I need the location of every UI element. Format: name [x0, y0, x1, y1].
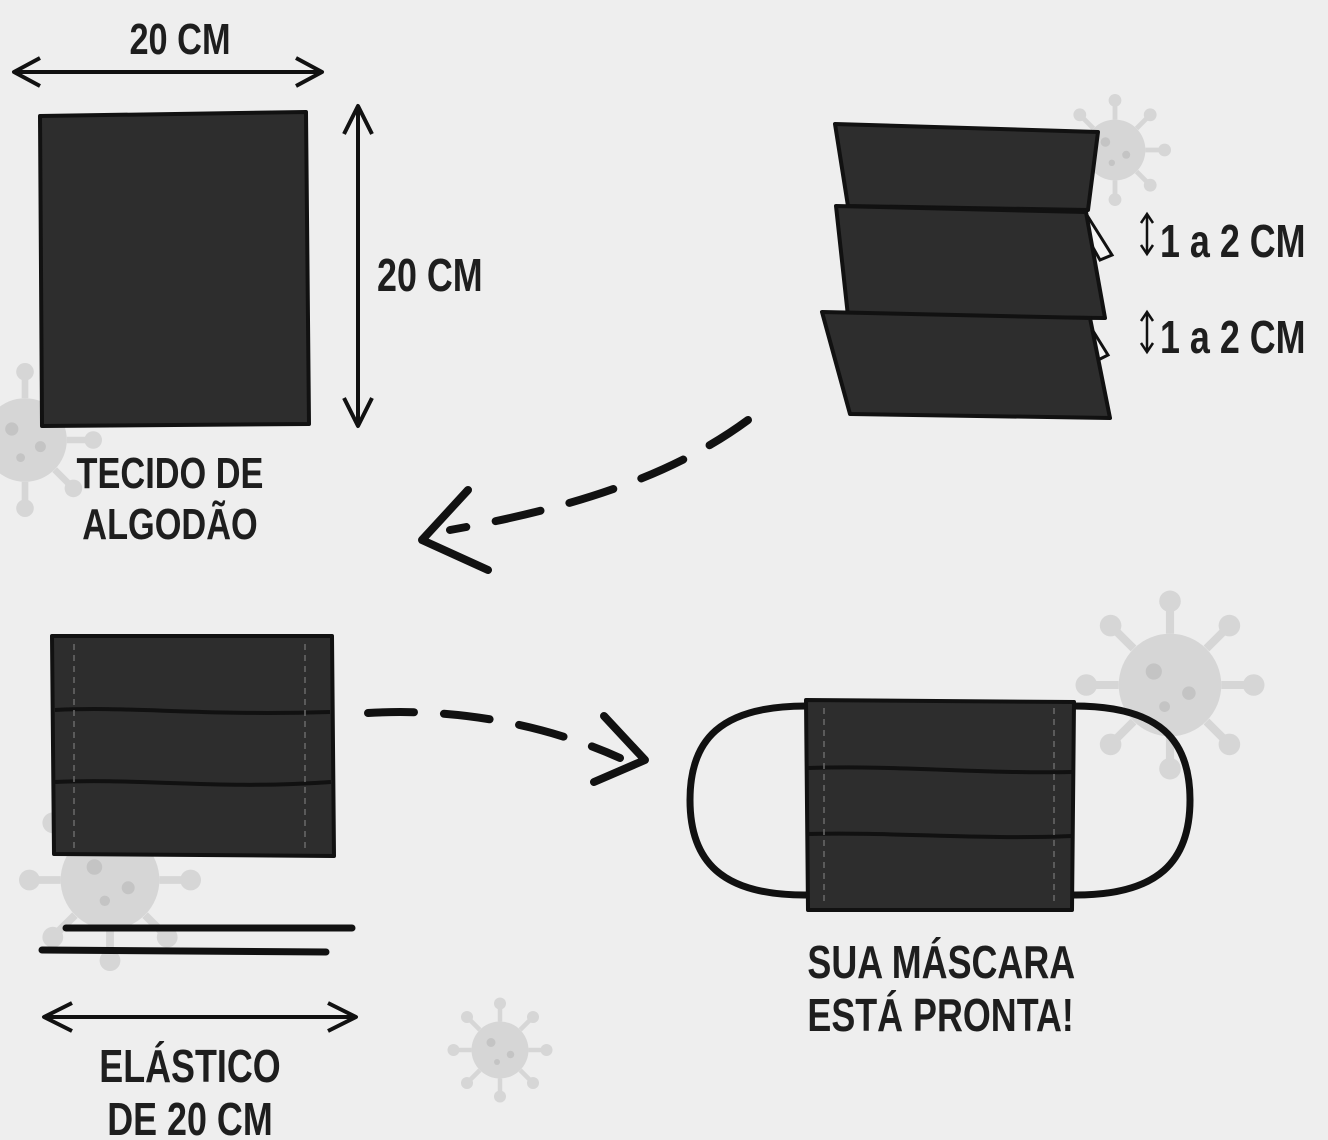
virus-icon — [1076, 591, 1265, 780]
fabric-width-label: 20 CM — [129, 15, 231, 64]
dashed-arrow-icon — [418, 416, 752, 574]
elastic-bands — [38, 924, 356, 956]
pleated-fabric — [50, 634, 336, 858]
virus-icon — [448, 998, 553, 1103]
updown-arrow-icon — [1139, 211, 1155, 257]
mask-ready-caption: SUA MÁSCARA ESTÁ PRONTA! — [807, 936, 1076, 1043]
elastic-double-arrow-icon — [42, 1001, 358, 1033]
mask-ready-caption-line2: ESTÁ PRONTA! — [807, 989, 1074, 1042]
fabric-square — [38, 110, 311, 428]
finished-mask — [686, 698, 1194, 912]
fold-depth-label-2: 1 a 2 CM — [1160, 311, 1306, 363]
fabric-height-label: 20 CM — [377, 249, 483, 301]
width-double-arrow-icon — [12, 56, 324, 88]
fabric-caption: TECIDO DE ALGODÃO — [53, 448, 287, 550]
mask-ready-caption-line1: SUA MÁSCARA — [807, 936, 1076, 988]
elastic-caption-line2: DE 20 CM — [107, 1093, 273, 1140]
fabric-caption-line1: TECIDO DE — [76, 449, 264, 498]
fold-depth-label-1: 1 a 2 CM — [1160, 215, 1306, 267]
updown-arrow-icon — [1139, 309, 1155, 355]
elastic-caption-line1: ELÁSTICO — [99, 1040, 281, 1092]
dashed-arrow-icon — [364, 708, 649, 786]
elastic-caption: ELÁSTICO DE 20 CM — [73, 1040, 307, 1140]
height-double-arrow-icon — [342, 104, 374, 428]
folded-fabric — [820, 122, 1115, 420]
fabric-caption-line2: ALGODÃO — [82, 500, 258, 550]
